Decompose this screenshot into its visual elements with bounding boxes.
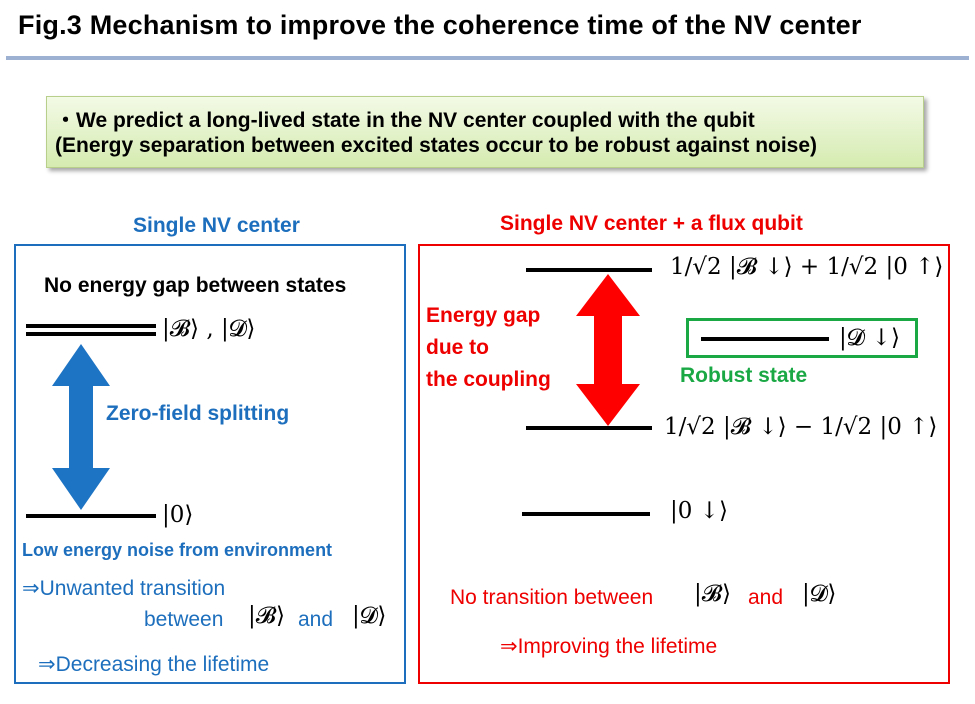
level-plus-line: [526, 268, 652, 272]
right-panel: 1/√2 |𝓑 ↓⟩ + 1/√2 |0 ↑⟩ Energy gap due t…: [418, 244, 950, 684]
ket-b-right: |𝓑⟩: [694, 581, 732, 607]
level-ground-line: [26, 514, 156, 518]
no-gap-label: No energy gap between states: [44, 274, 347, 297]
decreasing-label: ⇒Decreasing the lifetime: [38, 653, 270, 676]
robust-state-label: Robust state: [680, 364, 808, 387]
right-panel-heading: Single NV center + a flux qubit: [500, 212, 803, 235]
state-label-0: |0⟩: [162, 502, 194, 528]
energy-gap-arrow-icon: [576, 274, 640, 426]
state-label-plus: 1/√2 |𝓑 ↓⟩ + 1/√2 |0 ↑⟩: [670, 254, 944, 280]
callout-line-1: ・We predict a long-lived state in the NV…: [55, 109, 755, 132]
ket-d-left: |𝓓⟩: [352, 603, 387, 629]
state-label-b-d: |𝓑⟩ , |𝓓⟩: [162, 316, 256, 342]
state-label-minus: 1/√2 |𝓑 ↓⟩ − 1/√2 |0 ↑⟩: [664, 414, 938, 440]
improving-label: ⇒Improving the lifetime: [500, 635, 718, 658]
zero-field-arrow-icon: [52, 344, 110, 510]
level-bright-line: [26, 324, 156, 328]
summary-callout: ・We predict a long-lived state in the NV…: [46, 96, 924, 168]
state-label-ground: |0 ↓⟩: [670, 498, 728, 524]
gap-label-line-3: the coupling: [426, 368, 551, 391]
gap-label-line-1: Energy gap: [426, 304, 541, 327]
level-dark-line: [26, 332, 156, 336]
state-label-dark: |𝓓 ↓⟩: [839, 325, 900, 351]
and-label-right: and: [748, 586, 784, 609]
between-label: between: [144, 608, 224, 631]
and-label-left: and: [298, 608, 334, 631]
figure-title: Fig.3 Mechanism to improve the coherence…: [18, 10, 862, 40]
ket-b-left: |𝓑⟩: [248, 603, 286, 629]
gap-label-line-2: due to: [426, 336, 489, 359]
unwanted-label: ⇒Unwanted transition: [22, 577, 226, 600]
callout-line-2: (Energy separation between excited state…: [55, 134, 818, 157]
title-underline: [6, 56, 969, 60]
left-panel-heading: Single NV center: [133, 214, 300, 237]
zero-field-label: Zero-field splitting: [106, 402, 290, 425]
no-transition-label: No transition between: [450, 586, 654, 609]
level-minus-line: [526, 426, 652, 430]
left-panel: No energy gap between states |𝓑⟩ , |𝓓⟩ Z…: [14, 244, 406, 684]
ket-d-right: |𝓓⟩: [802, 581, 837, 607]
level-dark-coupled-line: [701, 337, 829, 341]
noise-label: Low energy noise from environment: [22, 540, 333, 560]
robust-state-box: |𝓓 ↓⟩: [686, 318, 918, 358]
level-ground-coupled-line: [522, 512, 650, 516]
